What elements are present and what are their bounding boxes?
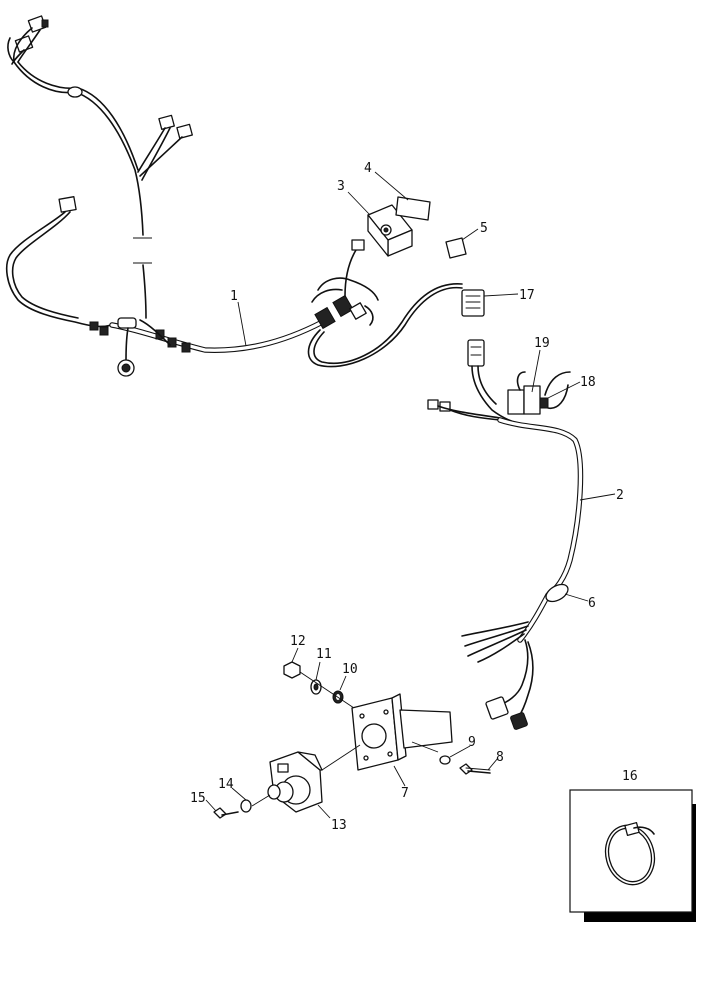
- part-8-bolt: [459, 757, 499, 775]
- harness-2: [427, 339, 616, 730]
- callout-6: 6: [588, 596, 596, 611]
- harness-1: [5, 15, 379, 377]
- callout-2: 2: [616, 488, 624, 503]
- upper-branch-wire: [13, 61, 144, 236]
- callout-3: 3: [337, 179, 345, 194]
- callout-8: 8: [496, 750, 504, 765]
- part-7-bracket: [351, 693, 453, 787]
- grommet: [67, 86, 83, 98]
- callout-labels: 1 2 3 4 5 6 7 8 9 10 11 12 13 14 15 16 1…: [190, 161, 638, 833]
- callout-12: 12: [290, 634, 306, 649]
- callout-18: 18: [580, 375, 596, 390]
- part-6-grommet: [545, 583, 569, 603]
- junction-cluster: [89, 317, 191, 377]
- break-marks: [133, 237, 152, 264]
- callout-16: 16: [622, 769, 638, 784]
- harness1-right-connectors: [311, 239, 379, 330]
- part-12-nut: [283, 661, 301, 679]
- part-5-label: [445, 228, 479, 259]
- callout-14: 14: [218, 777, 234, 792]
- callout-19: 19: [534, 336, 550, 351]
- callout-10: 10: [342, 662, 358, 677]
- part-14-washer: [240, 799, 252, 813]
- callout-7: 7: [401, 786, 409, 801]
- callout-4: 4: [364, 161, 372, 176]
- leader-1: [237, 301, 247, 347]
- part-15-bolt: [205, 799, 239, 819]
- relay-block: [507, 371, 571, 415]
- mid-top-connectors: [137, 114, 193, 181]
- callout-17: 17: [519, 288, 535, 303]
- callout-15: 15: [190, 791, 206, 806]
- part-17-connector: [461, 289, 519, 317]
- inset-16: [569, 789, 696, 922]
- callout-13: 13: [331, 818, 347, 833]
- part-13-housing: [267, 744, 361, 819]
- part-4-label: [374, 171, 431, 221]
- part-9-washer: [439, 755, 451, 765]
- part-3-module: [347, 191, 413, 257]
- callout-5: 5: [480, 221, 488, 236]
- hardware-stack: [283, 647, 361, 713]
- top-left-connectors: [7, 15, 49, 65]
- callout-1: 1: [230, 289, 238, 304]
- callout-9: 9: [468, 735, 476, 750]
- callout-11: 11: [316, 647, 332, 662]
- left-connector: [58, 196, 77, 213]
